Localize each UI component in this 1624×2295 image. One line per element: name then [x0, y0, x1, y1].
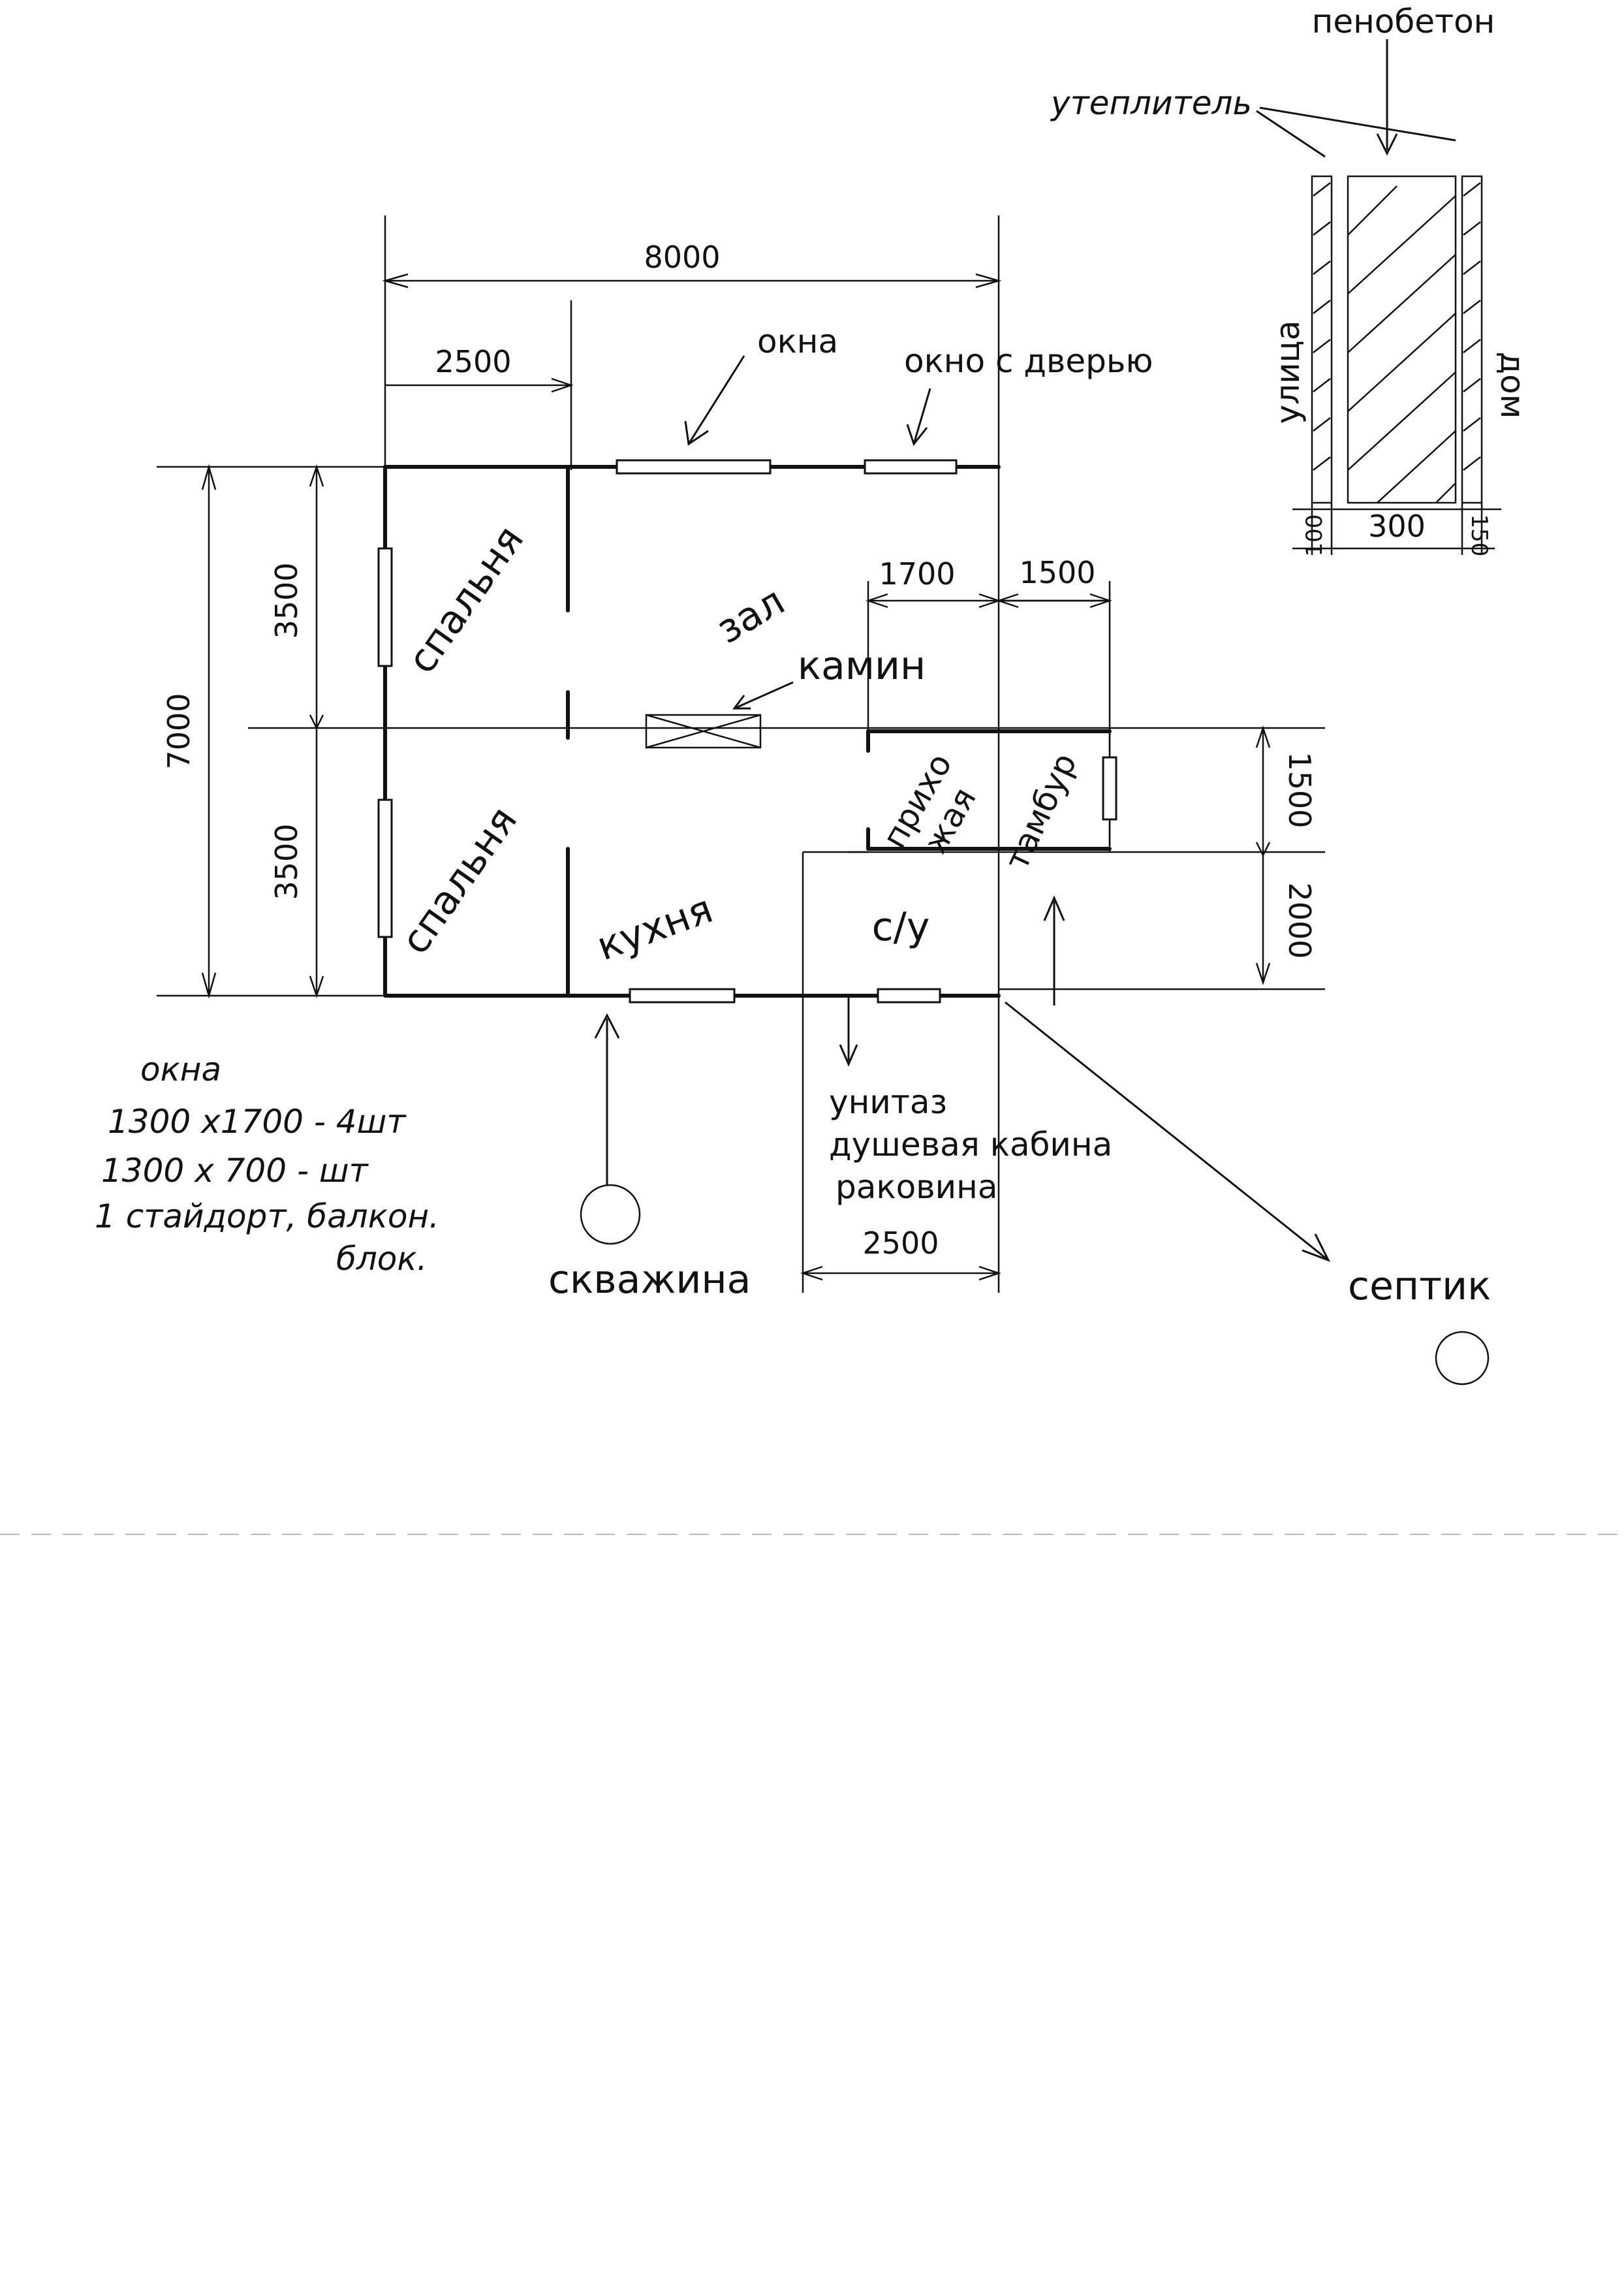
- callout-windows: окна: [757, 323, 838, 360]
- septic-circle: [1435, 1331, 1490, 1385]
- notes-title: окна: [140, 1051, 221, 1088]
- dim-bath-width: 2500: [862, 1226, 939, 1261]
- window-west-lower: [377, 799, 393, 938]
- callout-toilet: унитаз: [829, 1083, 947, 1121]
- insulation-label: утеплитель: [1050, 84, 1252, 122]
- section-dim-inner: 150: [1466, 514, 1492, 557]
- septic-pipe-arrow: [1005, 1001, 1329, 1261]
- room-label-hall: зал: [709, 578, 792, 653]
- dim-total-height: 7000: [161, 693, 196, 769]
- callout-shower: душевая кабина: [829, 1126, 1112, 1163]
- dim-vestibule-height: 1500: [1282, 752, 1317, 828]
- window-west-upper: [377, 547, 393, 667]
- section-foam-concrete: [1347, 175, 1457, 504]
- callout-window-door: окно с дверью: [904, 342, 1153, 380]
- wall-section-detail: 100 300 150 пенобетон утеплитель улица д…: [1050, 3, 1531, 556]
- window-south-kitchen: [629, 988, 736, 1004]
- dim-total-width: 8000: [644, 240, 720, 275]
- insulation-leader-outer: [1256, 110, 1326, 158]
- room-label-bathroom: с/у: [872, 904, 930, 950]
- window-north-door: [864, 459, 958, 475]
- room-label-bedroom-upper: спальня: [399, 518, 533, 682]
- notes-line-1: 1300 х1700 - 4шт: [108, 1103, 407, 1141]
- room-label-kitchen: кухня: [591, 886, 719, 970]
- notes-line-3: 1 стайдорт, балкон.: [95, 1197, 439, 1235]
- section-inner-insulation: [1461, 175, 1483, 504]
- notes-line-2: 1300 х 700 - шт: [101, 1152, 369, 1190]
- callout-sink: раковина: [835, 1168, 997, 1206]
- room-label-fireplace: камин: [798, 643, 926, 689]
- callout-septic: септик: [1348, 1263, 1491, 1309]
- windows: [377, 459, 1117, 1004]
- section-dim-core: 300: [1368, 509, 1426, 544]
- room-label-vestibule: тамбур: [997, 748, 1084, 876]
- section-outer-insulation: [1311, 175, 1333, 504]
- dimension-lines: 8000 2500 7000 3500 3500 1700 1500 1500: [157, 215, 1325, 1293]
- window-south-bath: [877, 988, 941, 1004]
- section-dim-outer: 100: [1302, 514, 1328, 557]
- dim-bedroom-width: 2500: [435, 344, 511, 379]
- callout-well: скважина: [548, 1257, 751, 1303]
- dim-bath-height: 2000: [1282, 882, 1317, 958]
- dim-upper-height: 3500: [269, 562, 304, 639]
- window-vestibule: [1102, 756, 1117, 821]
- well-circle: [580, 1184, 641, 1245]
- fireplace-symbol: [645, 714, 762, 749]
- dim-lower-height: 3500: [269, 823, 304, 900]
- house-label: дом: [1493, 352, 1531, 419]
- dim-hall-offset: 1700: [879, 556, 955, 592]
- section-hatching: [1313, 182, 1481, 503]
- room-label-bedroom-lower: спальня: [392, 799, 526, 963]
- foam-concrete-label: пенобетон: [1312, 3, 1495, 40]
- notes-line-4: блок.: [336, 1240, 427, 1278]
- window-north-1: [616, 459, 772, 475]
- dim-vestibule-width: 1500: [1019, 555, 1095, 590]
- street-label: улица: [1269, 321, 1307, 424]
- insulation-leader-inner: [1259, 106, 1456, 142]
